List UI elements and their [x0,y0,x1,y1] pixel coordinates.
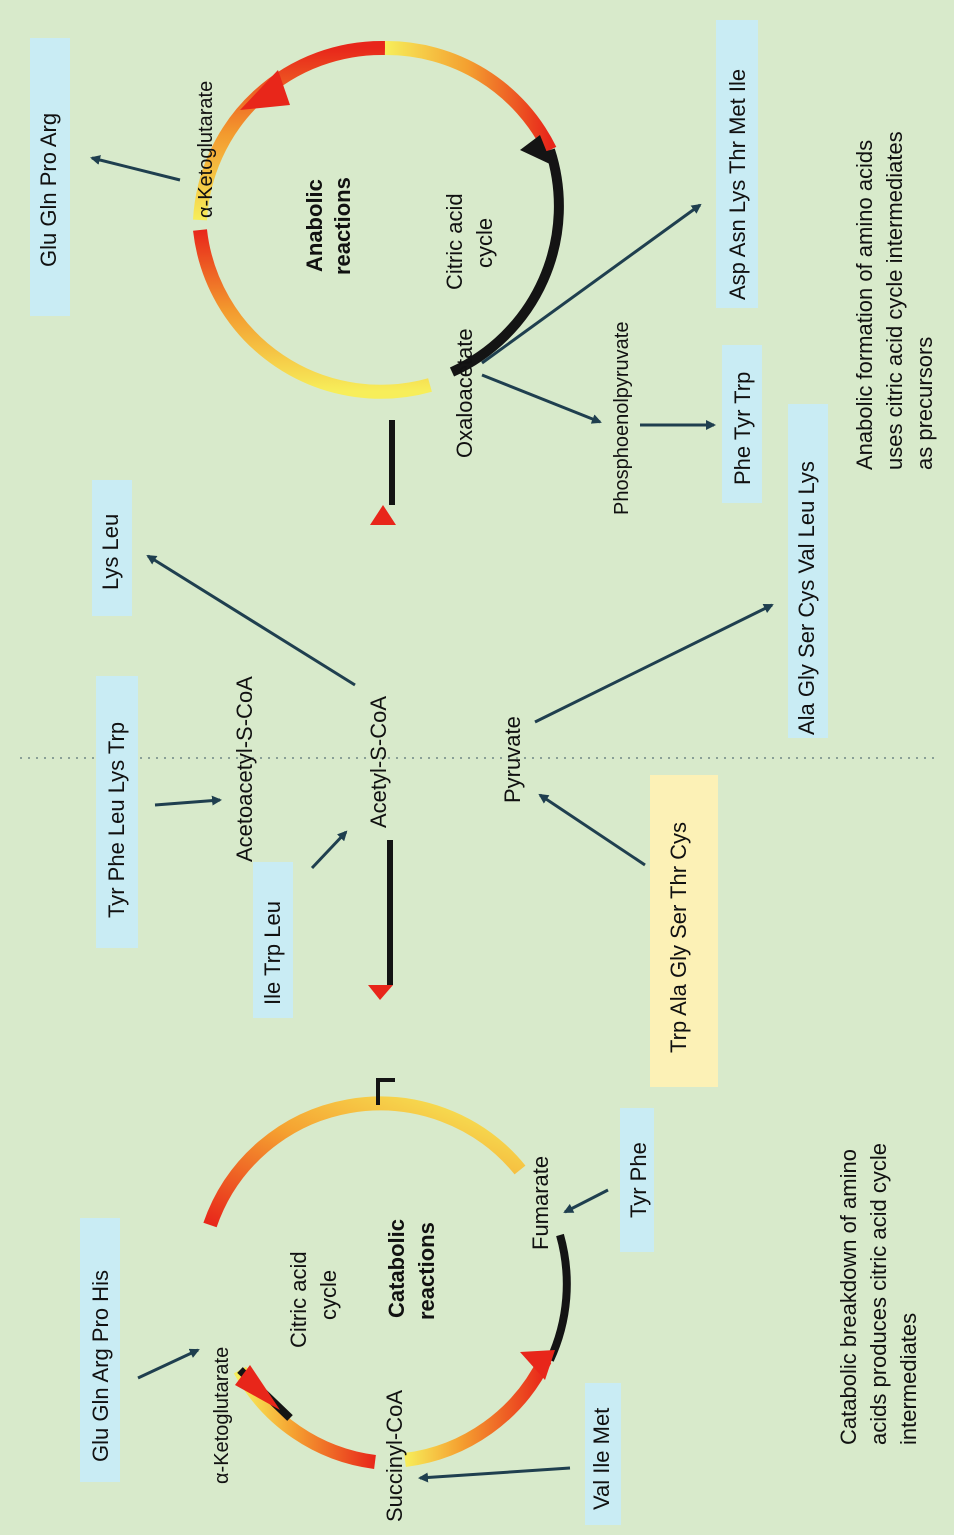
label-val-ile-met: Val Ile Met [589,1408,614,1510]
arrow-acetyl-to-lyzleu [146,554,356,687]
anabolic-citric-acid-cycle [193,40,564,399]
label-acetyl-scoa: Acetyl-S-CoA [366,696,391,828]
label-anabolic-title-2: reactions [330,177,355,275]
label-ala-gly: Ala Gly Ser Cys Val Leu Lys [794,461,819,735]
label-tyr-phe-leu-lys-trp: Tyr Phe Leu Lys Trp [104,722,129,918]
box-phe-tyr-trp [722,345,762,503]
label-ile-trp-leu: Ile Trp Leu [260,901,285,1005]
label-catabolic-title-2: reactions [414,1222,439,1320]
caption-catabolic-1: Catabolic breakdown of amino [836,1149,861,1445]
label-anabolic-cycle-2: cycle [472,218,497,268]
box-glu-gln-pro-arg [30,38,70,316]
box-asp-asn [716,20,758,308]
acetyl-connector-top [370,395,396,660]
label-catabolic-cycle-2: cycle [316,1270,341,1320]
arrow-tyrphe-to-fumarate [563,1188,609,1214]
arrows [90,155,774,1483]
label-trp-ala-gly: Trp Ala Gly Ser Thr Cys [666,822,691,1053]
caption-catabolic-2: acids produces citric acid cycle [866,1143,891,1445]
box-tyr-phe-leu-lys-trp [96,676,138,948]
label-phosphoenolpyruvate: Phosphoenolpyruvate [611,322,633,515]
label-pyruvate: Pyruvate [500,716,525,803]
catabolic-citric-acid-cycle [203,1078,571,1469]
box-val-ile-met [585,1383,621,1525]
label-acetoacetyl-scoa: Acetoacetyl-S-CoA [232,676,257,862]
caption-anabolic-3: as precursors [912,337,937,470]
arrow-glu-to-aketo [137,1348,200,1380]
label-tyr-phe: Tyr Phe [626,1142,651,1218]
box-ala-gly-ser [788,404,828,738]
acetyl-connector-bottom [368,840,393,1105]
arrow-oxalo-to-phosphoenol [481,373,602,424]
label-anabolic-title-1: Anabolic [302,179,327,272]
box-lys-leu [92,480,132,616]
caption-catabolic-3: intermediates [896,1313,921,1445]
label-anabolic-alpha-ketoglutarate: α-Ketoglutarate [195,81,217,218]
label-catabolic-alpha-ketoglutarate: α-Ketoglutarate [211,1347,233,1484]
arrow-tyrphe-to-acetoacetyl [154,795,222,807]
box-glu-gln-arg-pro-his [80,1218,120,1482]
box-ile-trp-leu [253,862,293,1018]
box-tyr-phe [620,1108,654,1252]
arrow-trp-to-pyruvate [538,793,646,867]
arrow-val-to-succinyl [418,1466,571,1483]
caption-anabolic-1: Anabolic formation of amino acids [852,140,877,470]
arrow-pyruvate-to-ala [534,603,774,724]
label-lys-leu: Lys Leu [98,514,123,590]
box-trp-ala-gly [650,775,718,1087]
caption-anabolic-2: uses citric acid cycle intermediates [882,131,907,470]
label-anabolic-cycle-1: Citric acid [442,193,467,290]
label-catabolic-title-1: Catabolic [384,1219,409,1318]
label-glu-gln-pro-arg: Glu Gln Pro Arg [36,113,61,267]
label-catabolic-cycle-1: Citric acid [286,1251,311,1348]
label-oxaloacetate: Oxaloacetate [452,328,477,458]
label-glu-gln-arg-pro-his: Glu Gln Arg Pro His [88,1270,113,1462]
label-fumarate: Fumarate [528,1156,553,1250]
label-succinyl-coa: Succinyl-CoA [382,1390,407,1522]
arrow-aketo-to-glu [90,155,181,182]
arrow-oxalo-to-asp [481,203,702,365]
label-phe-tyr-trp: Phe Tyr Trp [730,372,755,485]
arrow-ile-to-acetyl [310,830,348,870]
label-asp-asn: Asp Asn Lys Thr Met Ile [725,69,750,300]
